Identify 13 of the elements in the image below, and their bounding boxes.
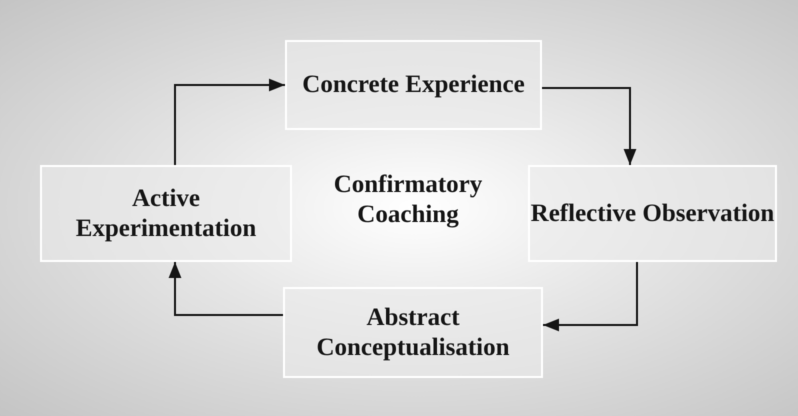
- center-label: Confirmatory Coaching: [332, 170, 484, 230]
- process-box: [285, 40, 542, 130]
- node-label: Active Experimentation: [74, 184, 258, 244]
- process-box: [40, 165, 292, 262]
- arrow: [543, 262, 638, 332]
- node-label: Concrete Experience: [302, 70, 525, 100]
- arrow: [542, 87, 636, 165]
- process-box: [528, 165, 777, 262]
- process-box: [283, 287, 543, 378]
- node-label: Reflective Observation: [530, 198, 774, 228]
- arrow: [168, 262, 283, 316]
- node-label: Abstract Conceptualisation: [315, 302, 511, 362]
- arrow: [174, 78, 285, 165]
